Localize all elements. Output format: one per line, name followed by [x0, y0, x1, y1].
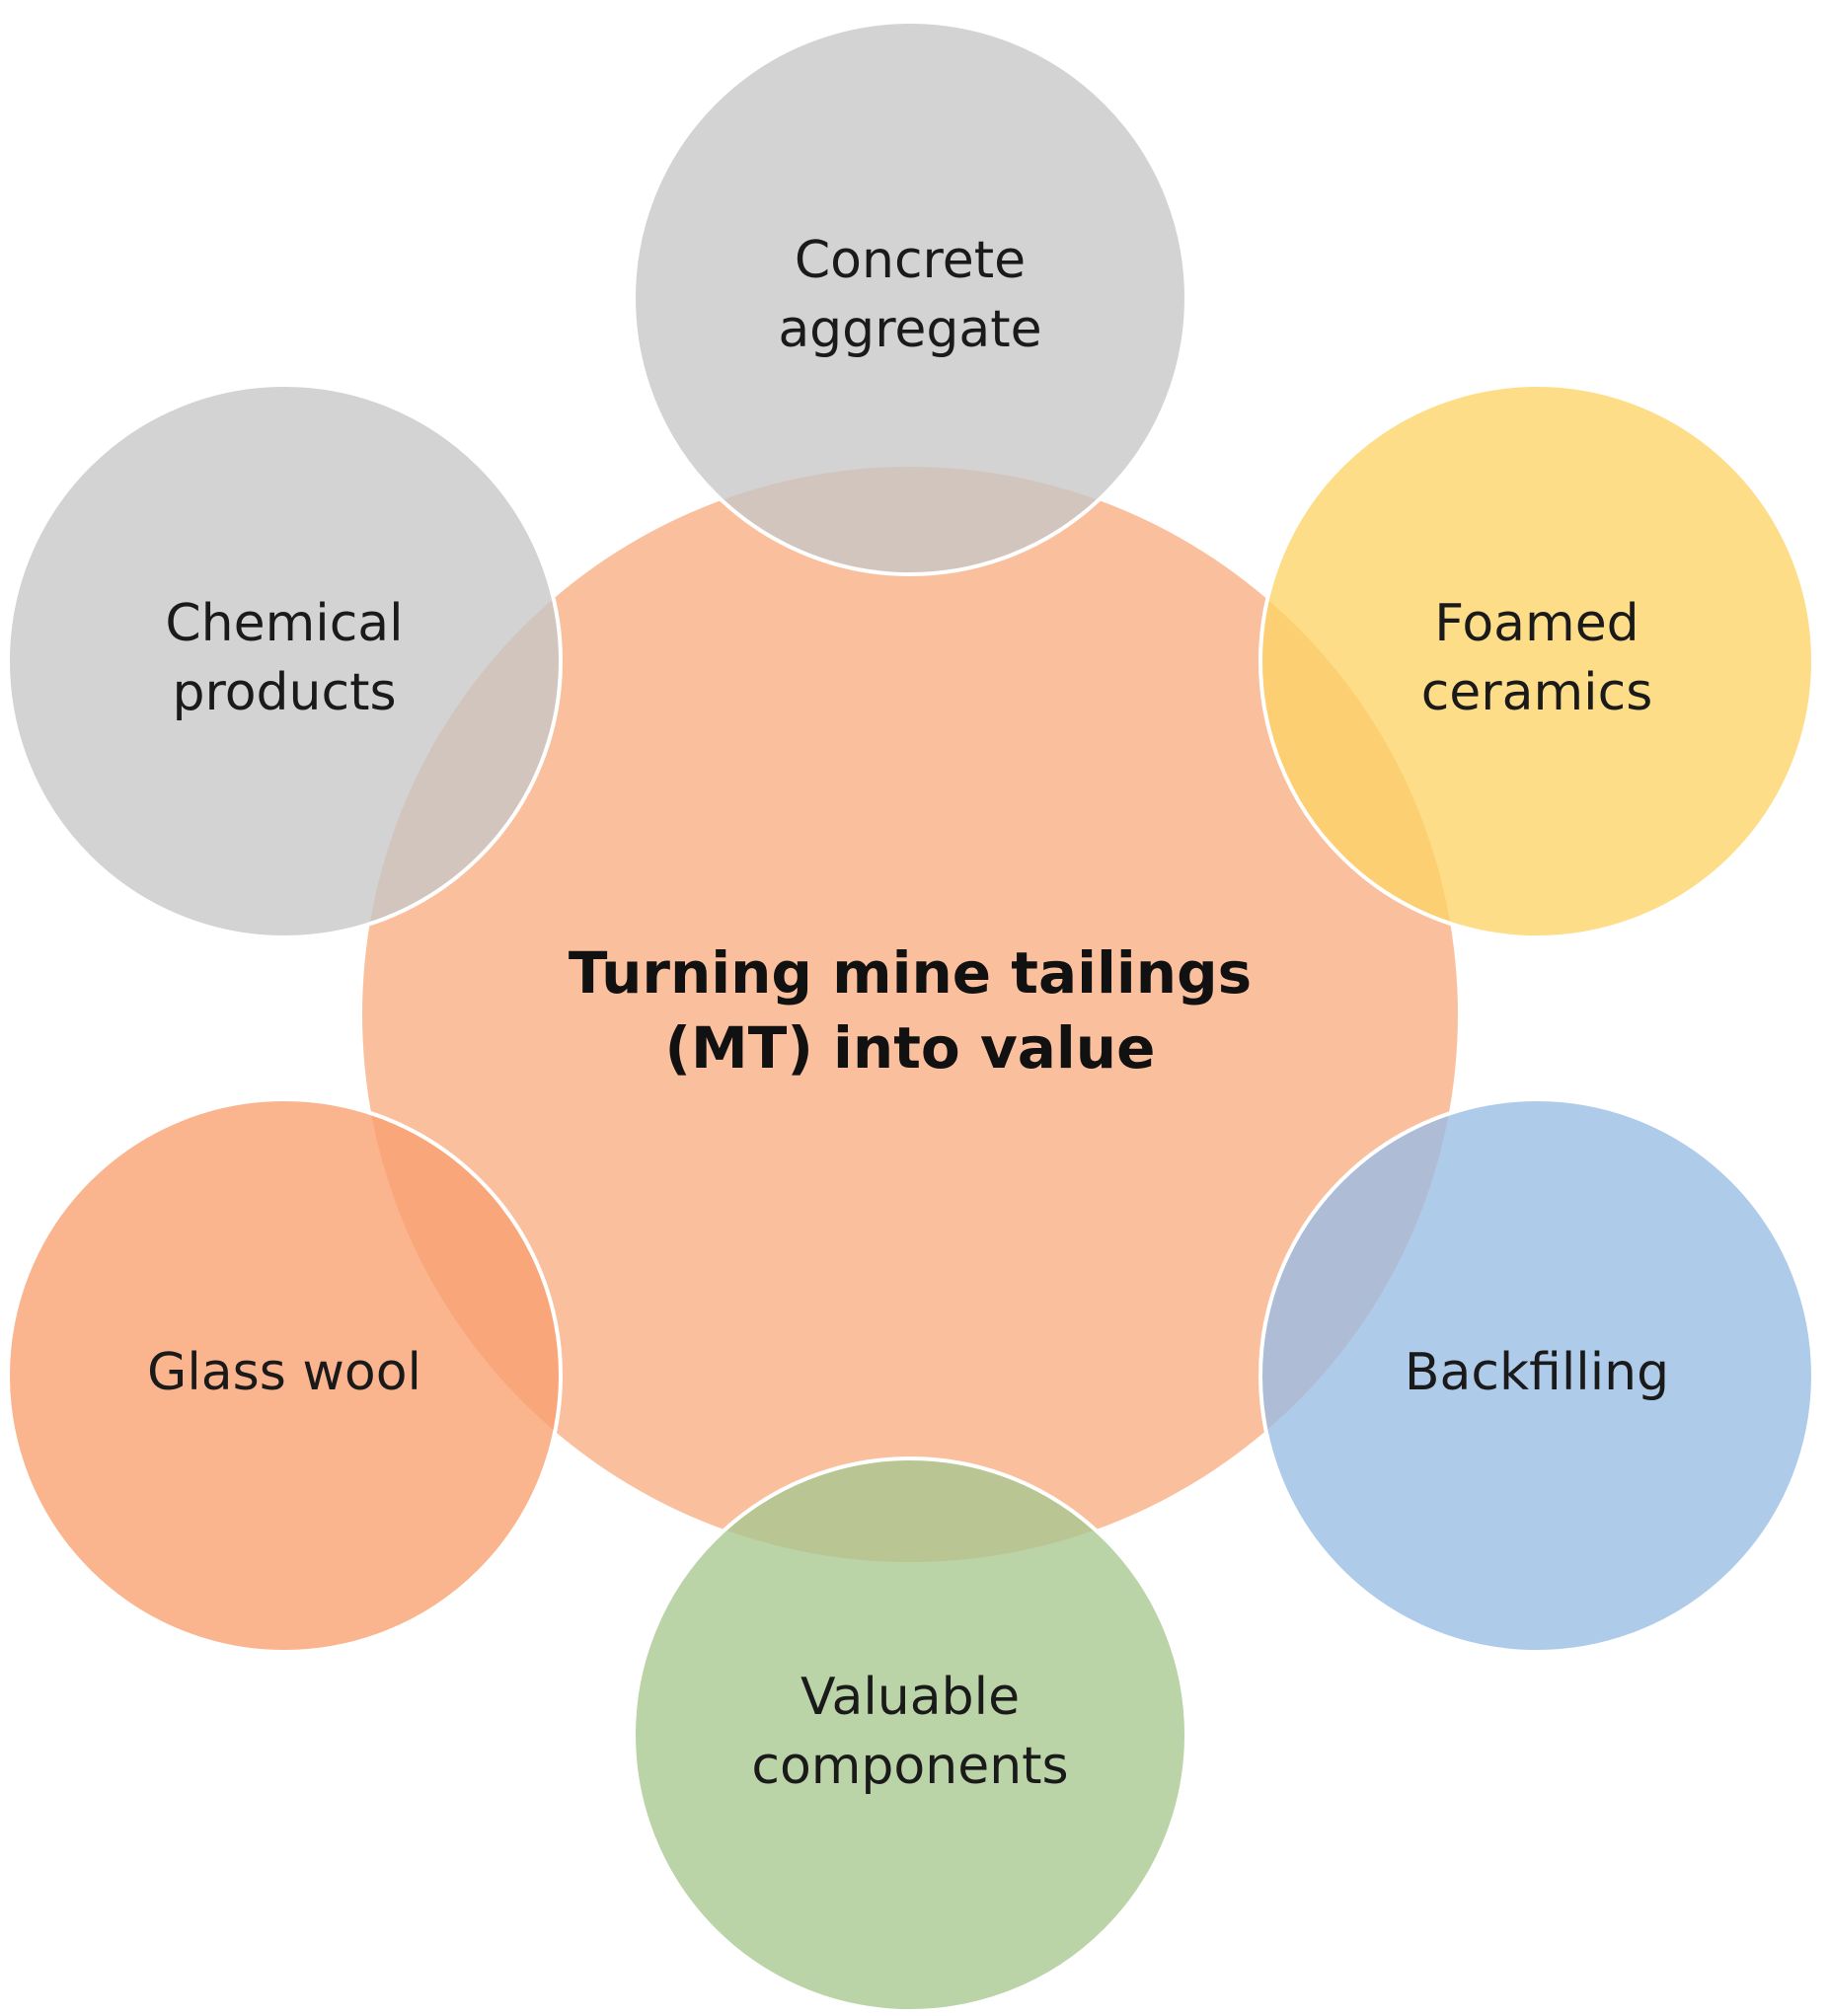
hub-group	[362, 467, 1458, 1562]
backfilling-circle	[1258, 1097, 1815, 1654]
chemical-products-circle	[6, 383, 563, 939]
backfilling-label-line-1: Backfilling	[1405, 1343, 1669, 1402]
foamed-ceramics-label-line-2: ceramics	[1421, 663, 1653, 722]
valuable-components-label-line-1: Valuable	[800, 1668, 1020, 1727]
foamed-ceramics-circle	[1258, 383, 1815, 939]
concrete-aggregate-label-line-2: aggregate	[778, 300, 1041, 359]
chemical-products-label-line-1: Chemical	[165, 594, 403, 653]
valuable-components-label-line-2: components	[751, 1737, 1068, 1796]
valuable-components-circle	[632, 1456, 1188, 2013]
hub-label-line-1: Turning mine tailings	[569, 939, 1252, 1007]
chemical-products-label-line-2: products	[172, 663, 396, 722]
concrete-aggregate-label-line-1: Concrete	[795, 231, 1026, 290]
foamed-ceramics-label-line-1: Foamed	[1434, 594, 1638, 653]
hub-label-line-2: (MT) into value	[665, 1014, 1156, 1082]
concrete-aggregate-circle	[632, 20, 1188, 576]
hub-circle	[362, 467, 1458, 1562]
glass-wool-label-line-1: Glass wool	[147, 1343, 421, 1402]
glass-wool-circle	[6, 1097, 563, 1654]
